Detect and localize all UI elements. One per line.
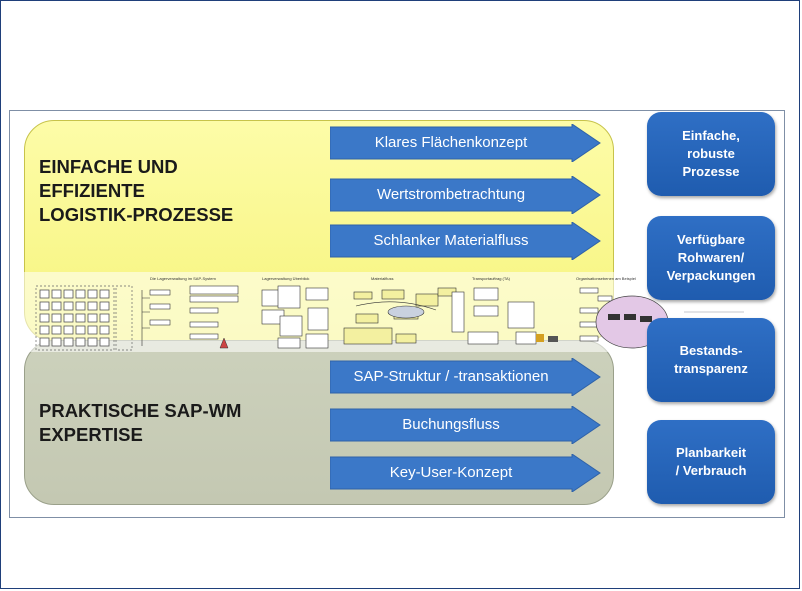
strip-caption-4: Transportauftrag (TA) — [472, 276, 511, 281]
arrow-buchungsfluss: Buchungsfluss — [330, 406, 601, 444]
arrow-label: SAP-Struktur / -transaktionen — [353, 368, 549, 385]
strip-caption-5: Organisationsebenen am Beispiel — [576, 276, 636, 281]
arrow-key-user: Key-User-Konzept — [330, 454, 601, 492]
svg-text:Materialfluss: Materialfluss — [371, 276, 393, 281]
outcome-label: Einfache, robuste Prozesse — [682, 128, 740, 179]
svg-text:Organisationsebenen am Beispie: Organisationsebenen am Beispiel — [576, 276, 636, 281]
strip-caption-2: Lagerverwaltung Überblick — [262, 276, 309, 281]
strip-caption-3: Materialfluss — [371, 276, 393, 281]
arrow-label: Wertstrombetrachtung — [376, 186, 526, 203]
outcome-label: Verfügbare Rohwaren/ Verpackungen — [666, 232, 756, 283]
panel-title-sap-wm: PRAKTISCHE SAP-WM EXPERTISE — [39, 400, 242, 445]
arrow-label: Schlanker Materialfluss — [373, 232, 529, 249]
arrow-label: Buchungsfluss — [402, 416, 500, 433]
arrow-label: Key-User-Konzept — [389, 464, 513, 481]
outcome-box-bestandstransparenz: Bestands- transparenz — [647, 318, 775, 402]
outcome-box-prozesse: Einfache, robuste Prozesse — [647, 112, 775, 196]
panel-title-logistics: EINFACHE UND EFFIZIENTE LOGISTIK-PROZESS… — [39, 156, 234, 225]
arrow-flaechenkonzept: Klares Flächenkonzept — [330, 124, 601, 162]
outcome-label: Planbarkeit / Verbrauch — [675, 445, 747, 478]
outcome-box-verfuegbarkeit: Verfügbare Rohwaren/ Verpackungen — [647, 216, 775, 300]
arrow-materialfluss: Schlanker Materialfluss — [330, 222, 601, 260]
arrow-wertstrom: Wertstrombetrachtung — [330, 176, 601, 214]
arrow-sap-struktur: SAP-Struktur / -transaktionen — [330, 358, 601, 396]
arrow-label: Klares Flächenkonzept — [374, 134, 528, 151]
strip-caption-1: Die Lagerverwaltung im SAP-System — [150, 276, 216, 281]
content-band — [9, 110, 785, 518]
svg-text:Lagerverwaltung Überblick: Lagerverwaltung Überblick — [262, 276, 309, 281]
process-diagram-strip: Die Lagerverwaltung im SAP-System Lagerv… — [24, 272, 784, 352]
outcome-box-planbarkeit: Planbarkeit / Verbrauch — [647, 420, 775, 504]
outcome-label: Bestands- transparenz — [674, 343, 748, 376]
svg-text:Transportauftrag (TA): Transportauftrag (TA) — [472, 276, 511, 281]
svg-text:Die Lagerverwaltung im SAP-Sys: Die Lagerverwaltung im SAP-System — [150, 276, 216, 281]
